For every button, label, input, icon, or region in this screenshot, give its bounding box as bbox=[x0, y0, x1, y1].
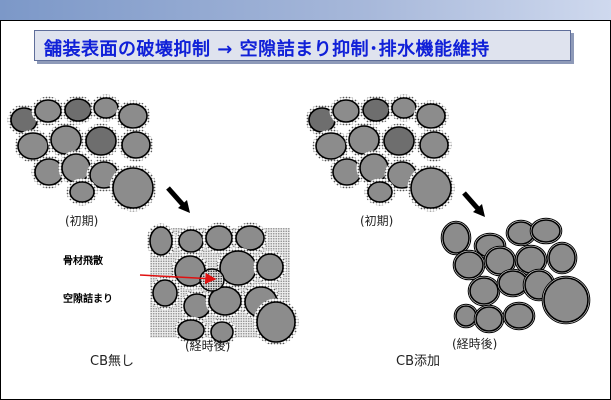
aggregate-particle bbox=[253, 250, 287, 284]
aggregate-particle bbox=[61, 95, 95, 125]
aggregate-particle bbox=[502, 301, 536, 331]
aggregate-particle bbox=[14, 129, 52, 163]
aggregate-particle bbox=[359, 95, 393, 125]
aggregate-particle bbox=[467, 275, 501, 307]
aggregate-particle bbox=[407, 164, 455, 212]
annotation-clog: 空隙詰まり bbox=[63, 294, 113, 305]
aggregate-particle bbox=[364, 178, 396, 206]
right-initial-label: (初期) bbox=[360, 214, 394, 228]
aggregate-particle bbox=[47, 122, 85, 158]
aggregate-particle bbox=[496, 268, 530, 298]
aggregate-particle bbox=[440, 220, 472, 256]
left-initial-label: (初期) bbox=[65, 214, 99, 228]
aggregate-particle bbox=[312, 129, 350, 163]
aggregate-particle bbox=[529, 217, 563, 245]
aggregate-particle bbox=[452, 249, 486, 281]
left-after-label: (経時後) bbox=[185, 339, 231, 353]
left-after-cluster bbox=[146, 222, 299, 346]
red-annotation-arrow bbox=[139, 272, 217, 285]
aggregate-particle bbox=[483, 245, 517, 277]
aggregate-particle bbox=[146, 223, 176, 259]
right-after-label: (経時後) bbox=[452, 337, 498, 351]
aggregate-particle bbox=[66, 178, 98, 206]
left-caption: CB無し bbox=[90, 354, 134, 369]
aggregate-particle bbox=[58, 150, 94, 186]
aggregate-particle bbox=[90, 94, 122, 122]
aggregate-particle bbox=[31, 155, 67, 189]
aggregate-particle bbox=[546, 241, 578, 275]
slide-title: 舗装表面の破壊抑制 → 空隙詰まり抑制･排水機能維持 bbox=[44, 39, 490, 60]
aggregate-particle bbox=[31, 96, 65, 126]
aggregate-particle bbox=[202, 222, 236, 254]
aggregate-particle bbox=[329, 96, 363, 126]
aggregate-particle bbox=[232, 222, 268, 254]
clogged-void bbox=[199, 268, 225, 292]
aggregate-particle bbox=[180, 290, 214, 322]
header-strip bbox=[0, 0, 611, 20]
aggregate-particle bbox=[174, 316, 208, 344]
left-initial-cluster bbox=[7, 94, 157, 212]
aggregate-particle bbox=[253, 298, 299, 346]
right-after-cluster bbox=[440, 217, 591, 334]
left-transition-arrow bbox=[166, 186, 190, 213]
aggregate-particle bbox=[329, 155, 365, 189]
aggregate-particle bbox=[118, 128, 154, 162]
aggregate-particle bbox=[205, 283, 245, 319]
aggregate-particle bbox=[413, 100, 449, 132]
aggregate-particle bbox=[216, 247, 260, 289]
right-caption: CB添加 bbox=[396, 354, 440, 369]
right-initial-cluster bbox=[305, 94, 455, 212]
aggregate-particle bbox=[175, 226, 207, 256]
aggregate-particle bbox=[115, 100, 151, 132]
right-transition-arrow bbox=[462, 191, 485, 217]
aggregate-particle bbox=[82, 123, 120, 159]
aggregate-particle bbox=[505, 219, 537, 247]
title-box: 舗装表面の破壊抑制 → 空隙詰まり抑制･排水機能維持 bbox=[34, 30, 571, 61]
aggregate-particle bbox=[416, 128, 452, 162]
aggregate-particle bbox=[207, 318, 237, 346]
aggregate-particle bbox=[345, 122, 383, 158]
aggregate-particle bbox=[473, 304, 505, 334]
aggregate-particle bbox=[541, 275, 591, 325]
aggregate-particle bbox=[149, 276, 181, 310]
aggregate-particle bbox=[388, 94, 420, 122]
annotation-scatter: 骨材飛散 bbox=[63, 256, 103, 267]
aggregate-particle bbox=[380, 123, 418, 159]
aggregate-particle bbox=[109, 164, 157, 212]
